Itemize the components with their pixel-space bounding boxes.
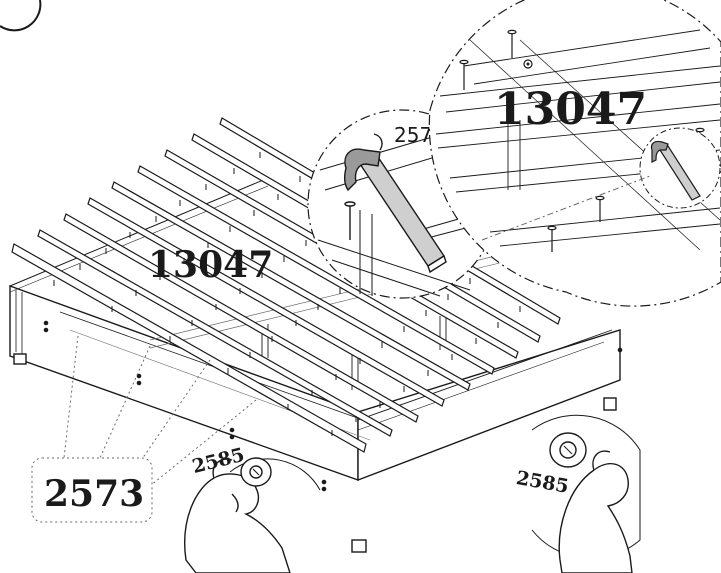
slat — [87, 197, 445, 407]
screw-cap-icon — [240, 457, 272, 487]
bed-frame — [9, 177, 623, 553]
hand-icon — [184, 458, 291, 573]
slat — [37, 229, 393, 437]
nail-part-number: 2573 — [44, 473, 144, 515]
slat-part-number-zoom: 13047 — [494, 84, 647, 135]
slat — [63, 213, 419, 423]
leg-front-left — [13, 353, 27, 365]
step-badge — [0, 0, 42, 32]
slat — [11, 243, 367, 453]
leg-front-middle — [351, 539, 367, 553]
slats — [11, 117, 561, 453]
hammer-icon — [343, 133, 447, 274]
cap-part-number-right: 2585 — [514, 467, 570, 498]
nail-leaders — [63, 335, 257, 487]
nail-part-box — [31, 457, 153, 523]
slat — [111, 181, 471, 391]
hand-icon — [558, 450, 633, 573]
leg-front-right — [603, 397, 617, 411]
slat — [137, 165, 495, 375]
hammer-icon — [650, 140, 701, 201]
slat-part-number: 13047 — [148, 244, 273, 286]
end-panel-front — [357, 329, 621, 482]
screw-cap-icon — [549, 432, 587, 468]
hand-left-insert-cap: 2585 — [184, 444, 321, 573]
hand-right-insert-cap: 2585 — [514, 414, 641, 573]
zoom-circle-detail: 13047 — [428, 0, 721, 307]
